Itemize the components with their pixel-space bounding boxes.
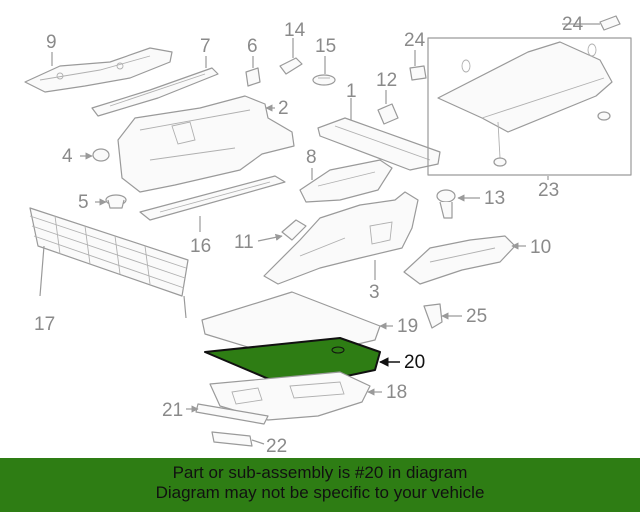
callout-7: 7 [200, 36, 211, 57]
callout-2: 2 [278, 98, 289, 119]
callout-12: 12 [376, 70, 397, 91]
part-18-storage-tray [209, 371, 371, 421]
banner-line-part-number: Part or sub-assembly is #20 in diagram [172, 463, 468, 482]
callout-3: 3 [369, 282, 380, 303]
callout-16: 16 [190, 236, 211, 257]
callout-22: 22 [266, 436, 287, 457]
callout-24-upper: 24 [562, 14, 584, 35]
part-25-bracket [423, 303, 443, 329]
callout-17: 17 [34, 314, 55, 335]
callout-19: 19 [397, 316, 418, 337]
part-10-bracket [403, 235, 516, 285]
callout-20-highlighted: 20 [404, 352, 425, 373]
part-11-bracket [281, 219, 307, 241]
part-9-bracket [24, 47, 173, 93]
callout-6: 6 [247, 36, 258, 57]
part-24-stud-upper [599, 15, 621, 31]
callout-4: 4 [62, 146, 73, 167]
callout-15: 15 [315, 36, 336, 57]
part-3-wheelhouse-panel [263, 191, 419, 285]
part-info-banner: Part or sub-assembly is #20 in diagram D… [0, 458, 640, 512]
part-4-clip [92, 148, 110, 162]
callout-labels: 1 2 3 4 5 6 7 8 9 10 11 12 13 14 15 16 1… [34, 14, 584, 457]
callout-24-lower: 24 [404, 30, 426, 51]
callout-13: 13 [484, 188, 505, 209]
part-2-side-trim-panel [117, 95, 295, 193]
callout-21: 21 [162, 400, 183, 421]
part-23-cargo-cover-box [427, 37, 632, 176]
part-14-clip [279, 57, 303, 75]
callout-11: 11 [234, 232, 254, 253]
callout-10: 10 [530, 237, 551, 258]
callout-9: 9 [46, 32, 57, 53]
callout-1: 1 [346, 81, 357, 102]
part-1-cross-rail [317, 117, 441, 171]
callout-8: 8 [306, 147, 317, 168]
callout-5: 5 [78, 192, 89, 213]
callout-25: 25 [466, 306, 487, 327]
part-8-trim [299, 159, 393, 203]
part-16-sill-strip [139, 175, 286, 221]
part-22-bracket [211, 431, 253, 447]
part-15-fastener [312, 74, 336, 86]
part-13-socket [436, 189, 456, 219]
leader-lines [51, 23, 600, 445]
callout-18: 18 [386, 382, 407, 403]
parts-diagram: 1 2 3 4 5 6 7 8 9 10 11 12 13 14 15 16 1… [24, 14, 632, 457]
part-17-cargo-net [29, 207, 189, 319]
part-7-trim-strip [91, 67, 219, 117]
callout-14: 14 [284, 20, 306, 41]
part-12-bracket [377, 103, 399, 125]
part-24-stud [409, 65, 427, 81]
part-5-grommet [105, 194, 127, 209]
part-6-clip [245, 67, 261, 87]
callout-23: 23 [538, 180, 559, 201]
banner-line-disclaimer: Diagram may not be specific to your vehi… [155, 483, 485, 502]
